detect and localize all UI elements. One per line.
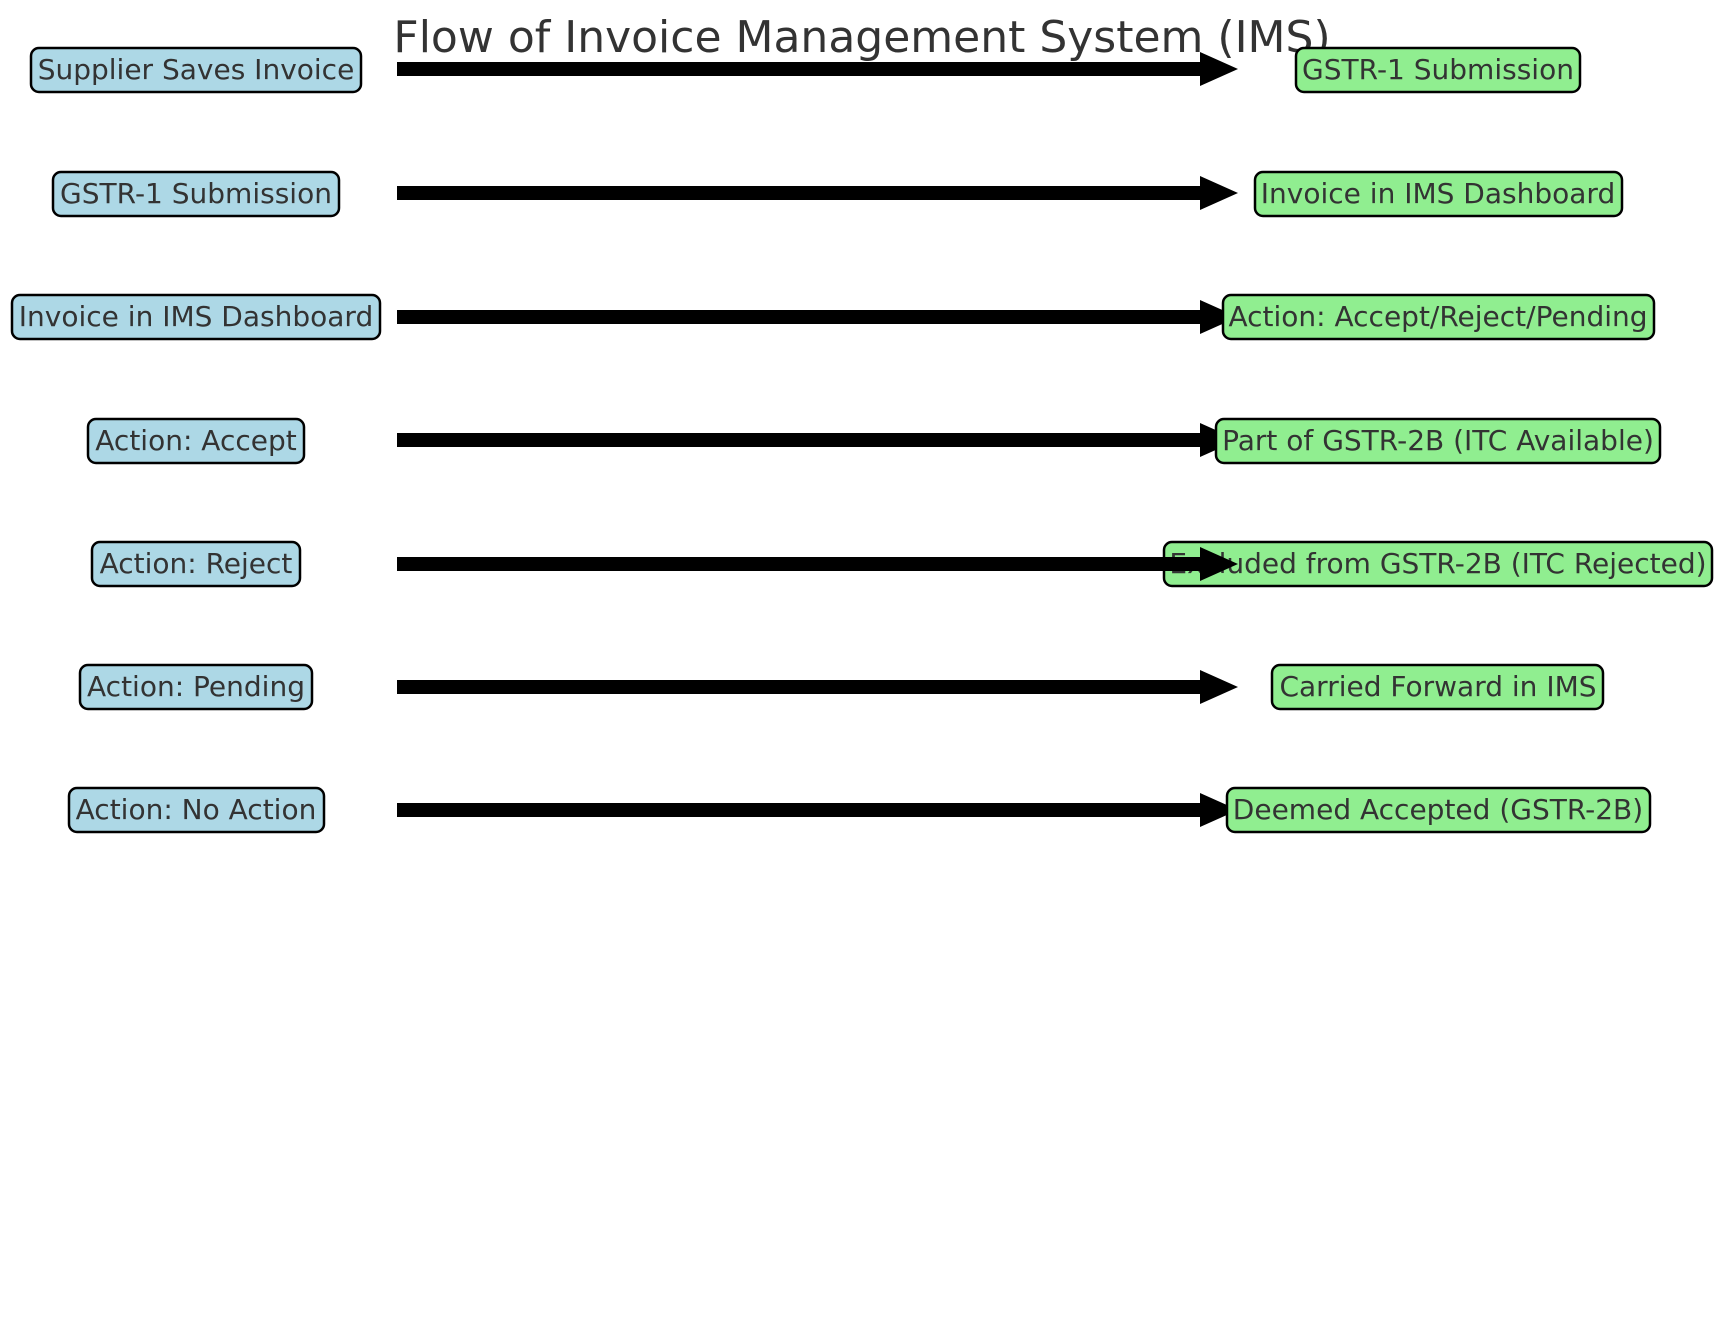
- arrow-head: [1200, 670, 1238, 704]
- source-node-label: Invoice in IMS Dashboard: [19, 300, 373, 333]
- target-node-label: Deemed Accepted (GSTR-2B): [1233, 793, 1643, 826]
- target-node-box: [1294, 46, 1582, 94]
- target-node-box: [1270, 663, 1605, 711]
- target-node-box: [1253, 170, 1624, 218]
- arrow-head: [1200, 176, 1238, 210]
- source-node-label: Action: Pending: [87, 670, 305, 703]
- flow-row: Invoice in IMS Dashboard Action: Accept/…: [10, 293, 1656, 341]
- flow-row: GSTR-1 Submission Invoice in IMS Dashboa…: [51, 170, 1624, 218]
- target-node-box: [1214, 417, 1662, 465]
- arrow-head: [1200, 300, 1238, 334]
- flow-row: Action: Reject Excluded from GSTR-2B (IT…: [90, 540, 1714, 588]
- flow-row: Action: No Action Deemed Accepted (GSTR-…: [67, 786, 1652, 834]
- source-node-box: [90, 540, 302, 588]
- target-node-label: GSTR-1 Submission: [1302, 53, 1574, 86]
- arrow-head: [1200, 793, 1238, 827]
- source-node-box: [78, 663, 314, 711]
- diagram-title: Flow of Invoice Management System (IMS): [393, 12, 1330, 63]
- target-node-label: Excluded from GSTR-2B (ITC Rejected): [1169, 547, 1706, 580]
- flow-row: Action: Accept Part of GSTR-2B (ITC Avai…: [86, 417, 1662, 465]
- arrow-head: [1200, 547, 1238, 581]
- source-node-label: Action: No Action: [76, 793, 317, 826]
- target-node-label: Carried Forward in IMS: [1279, 670, 1596, 703]
- source-node-box: [29, 46, 363, 94]
- source-node-box: [86, 417, 306, 465]
- target-node-box: [1225, 786, 1652, 834]
- source-node-box: [10, 293, 382, 341]
- target-node-label: Action: Accept/Reject/Pending: [1228, 300, 1647, 333]
- arrow-head: [1200, 52, 1238, 86]
- source-node-label: Action: Accept: [95, 424, 296, 457]
- flow-row: Action: Pending Carried Forward in IMS: [78, 663, 1605, 711]
- source-node-box: [67, 786, 326, 834]
- source-node-box: [51, 170, 341, 218]
- target-node-box: [1221, 293, 1656, 341]
- source-node-label: Action: Reject: [100, 547, 293, 580]
- source-node-label: Supplier Saves Invoice: [38, 53, 355, 86]
- flow-row: Supplier Saves Invoice GSTR-1 Submission: [29, 46, 1582, 94]
- target-node-label: Part of GSTR-2B (ITC Available): [1222, 424, 1654, 457]
- target-node-label: Invoice in IMS Dashboard: [1261, 177, 1615, 210]
- source-node-label: GSTR-1 Submission: [60, 177, 332, 210]
